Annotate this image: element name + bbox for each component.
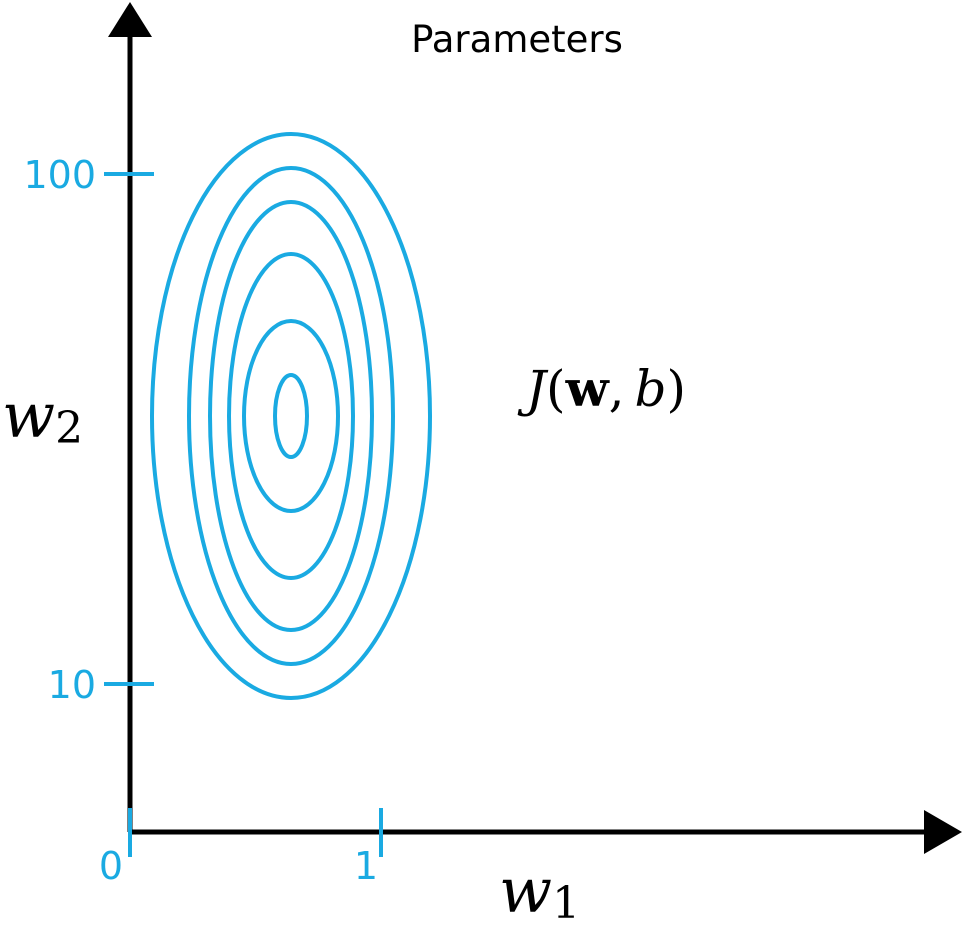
contour-ellipse-3 xyxy=(208,200,374,632)
x-axis-label: w1 xyxy=(499,854,580,929)
x-axis-arrowhead xyxy=(924,810,962,854)
contour-ellipse-4 xyxy=(227,252,355,580)
y-axis-label: w2 xyxy=(2,379,83,454)
y-axis-arrowhead xyxy=(108,2,152,37)
cost-function-label: J(w,b) xyxy=(517,359,686,418)
contour-ellipse-6 xyxy=(273,373,309,459)
contour-ellipses xyxy=(150,132,432,700)
diagram-title: Parameters xyxy=(411,18,623,61)
contour-ellipse-2 xyxy=(187,166,395,666)
y-tick-label-10: 10 xyxy=(48,663,96,707)
y-axis-ticks xyxy=(104,172,154,686)
axes xyxy=(127,30,935,835)
x-tick-label-1: 1 xyxy=(354,844,378,888)
contour-ellipse-5 xyxy=(242,319,340,513)
x-axis-ticks xyxy=(128,808,383,857)
x-tick-label-0: 0 xyxy=(99,844,123,888)
contour-ellipse-1 xyxy=(150,132,432,700)
y-tick-label-100: 100 xyxy=(23,153,96,197)
